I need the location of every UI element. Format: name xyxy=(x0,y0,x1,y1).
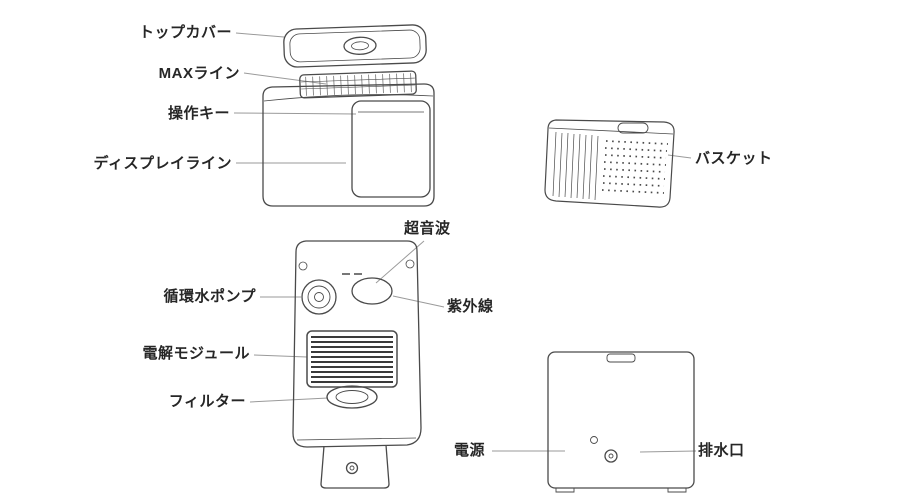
basket-outline xyxy=(544,119,675,208)
internal-view xyxy=(292,240,422,489)
label-power: 電源 xyxy=(454,442,486,459)
label-display-line: ディスプレイライン xyxy=(93,155,232,172)
leader-line-drain-outlet xyxy=(639,450,697,453)
basket-handle xyxy=(617,122,649,134)
internal-body-outline xyxy=(292,240,422,448)
leader-line-top-cover xyxy=(235,32,285,38)
internal-base xyxy=(320,444,390,489)
leader-line-ultrasonic xyxy=(375,240,425,284)
circulating-pump-drawing xyxy=(301,279,337,315)
leader-line-operation-key xyxy=(233,112,357,115)
rear-handle-notch xyxy=(606,353,636,363)
label-ultraviolet: 紫外線 xyxy=(447,298,494,315)
display-panel xyxy=(351,100,431,198)
lid-knob xyxy=(343,36,377,55)
leader-line-electrolysis-module xyxy=(253,354,308,358)
label-top-cover: トップカバー xyxy=(138,24,232,41)
rear-feet xyxy=(555,488,687,493)
label-basket: バスケット xyxy=(695,150,773,167)
label-operation-key: 操作キー xyxy=(167,105,230,122)
basket-view xyxy=(544,119,675,208)
exploded-top-view xyxy=(262,24,435,207)
filter-drawing xyxy=(326,385,378,409)
ultrasonic-uv-drawing xyxy=(351,277,393,305)
basket-mesh-dots xyxy=(601,140,669,194)
label-electrolysis-module: 電解モジュール xyxy=(142,345,250,362)
leader-line-max-line xyxy=(243,72,327,85)
tank-body xyxy=(262,83,435,207)
electrolysis-module-drawing xyxy=(306,330,398,388)
rear-body-outline xyxy=(547,351,695,489)
drain-outlet-drawing xyxy=(604,449,618,463)
basket-slats xyxy=(552,131,599,201)
power-port-drawing xyxy=(590,436,598,444)
label-max-line: MAXライン xyxy=(158,65,240,82)
label-drain-outlet: 排水口 xyxy=(698,442,745,459)
rear-view xyxy=(547,351,695,493)
leader-line-basket xyxy=(667,154,692,159)
label-filter: フィルター xyxy=(168,393,246,410)
label-circulating-pump: 循環水ポンプ xyxy=(163,288,256,305)
label-ultrasonic: 超音波 xyxy=(404,220,451,237)
leader-line-filter xyxy=(249,397,329,403)
leader-lines xyxy=(233,32,697,453)
top-cover-drawing xyxy=(283,24,427,68)
